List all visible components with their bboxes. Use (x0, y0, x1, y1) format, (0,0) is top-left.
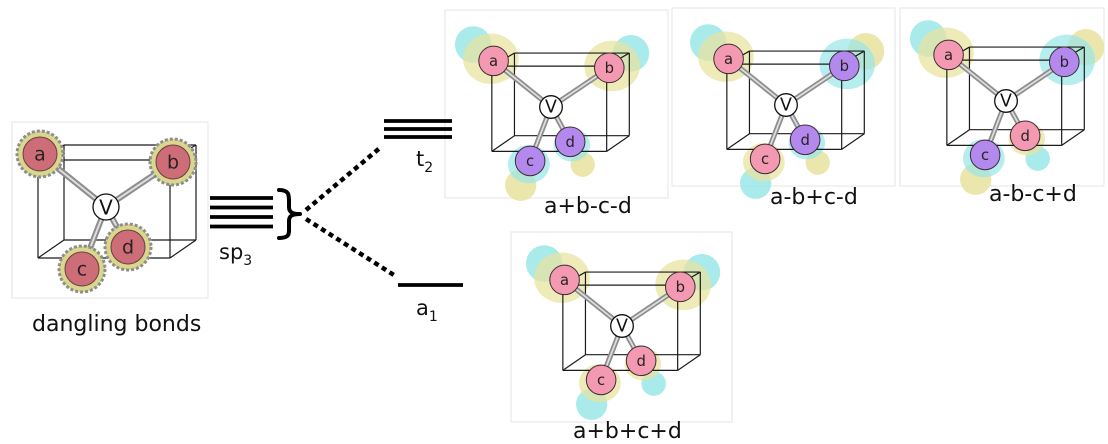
atom-label: d (636, 353, 645, 370)
atom-label: c (526, 153, 534, 170)
orbital-model: a b c dV (689, 24, 885, 199)
cube-edge (726, 133, 750, 150)
vacancy-label: V (616, 317, 628, 337)
vacancy-label: V (780, 96, 792, 116)
dangling-bond-model: a b c dV (15, 129, 198, 294)
a1-label-subscript: 1 (429, 309, 438, 325)
orbital-caption-2: a-b+c-d (770, 185, 858, 210)
atom-label: a (724, 51, 733, 68)
atom-c (585, 364, 617, 396)
vacancy-label: V (545, 98, 557, 118)
cube-edge (606, 135, 630, 152)
atom-c (64, 251, 100, 287)
atom-b (594, 52, 625, 84)
orbital-model: a b c dV (525, 245, 721, 420)
orbital-frame-2 (671, 7, 896, 187)
connector-to-a1 (304, 217, 399, 279)
vacancy-site (774, 93, 798, 117)
atom-c (514, 145, 546, 177)
vacancy-label: V (1000, 92, 1012, 112)
cube-edge (677, 354, 701, 371)
atom-label: c (597, 372, 605, 389)
atom-b (829, 50, 860, 82)
vacancy-site (92, 193, 120, 221)
atom-d (1009, 120, 1041, 152)
atom-label: d (122, 237, 134, 259)
orbital-caption-1: a+b-c-d (544, 194, 632, 219)
dangling-bonds-caption: dangling bonds (32, 312, 201, 337)
curly-brace (277, 188, 302, 240)
sp3-label: sp3 (219, 240, 252, 269)
t2-label-base: t (416, 147, 424, 171)
orbital-frame-a1 (510, 231, 733, 423)
orbital-frame-3 (899, 7, 1105, 187)
atom-d (789, 124, 821, 156)
atom-label: a (34, 144, 46, 166)
atom-label: c (77, 259, 87, 281)
cube-edge (946, 129, 970, 146)
atom-label: d (800, 132, 809, 149)
atom-label: d (1020, 128, 1029, 145)
atom-label: d (565, 134, 574, 151)
vacancy-site (539, 95, 563, 119)
atom-a (933, 39, 964, 71)
atom-b (1049, 46, 1080, 78)
atom-b (155, 144, 191, 180)
t2-label: t2 (416, 147, 433, 176)
energy-levels (210, 119, 463, 287)
cube-edge (841, 133, 865, 150)
atom-c (749, 143, 781, 175)
atom-label: a (489, 53, 498, 70)
orbital-model: a b c dV (454, 26, 650, 201)
orbital-frame-1 (444, 9, 669, 199)
atom-label: a (560, 272, 569, 289)
atom-label: c (761, 151, 769, 168)
cube-edge (491, 135, 515, 152)
atom-label: b (605, 60, 614, 77)
sp3-label-base: sp (219, 240, 243, 264)
a1-label: a1 (416, 296, 438, 325)
vacancy-site (994, 89, 1018, 113)
cube-edge (169, 239, 197, 259)
connector-to-t2 (304, 145, 383, 212)
atom-b (665, 271, 696, 303)
atom-label: b (840, 58, 849, 75)
t2-label-subscript: 2 (424, 160, 433, 176)
atom-a (478, 45, 509, 77)
atom-d (625, 345, 657, 377)
atom-d (554, 126, 586, 158)
orbital-caption-a1: a+b+c+d (573, 419, 682, 444)
orbital-caption-3: a-b-c+d (989, 182, 1077, 207)
atom-label: c (981, 147, 989, 164)
cube-edge (37, 239, 65, 259)
cube-edge (1061, 129, 1085, 146)
vacancy-label: V (99, 196, 113, 220)
sp3-label-subscript: 3 (243, 253, 252, 269)
cube-edge (562, 354, 586, 371)
atom-a (549, 264, 580, 296)
atom-c (969, 139, 1001, 171)
atom-label: a (944, 47, 953, 64)
atom-label: b (167, 152, 179, 174)
atom-label: b (676, 279, 685, 296)
atom-d (110, 229, 146, 265)
dangling-bonds-frame (11, 121, 209, 299)
vacancy-site (610, 314, 634, 338)
atom-label: b (1060, 54, 1069, 71)
atom-a (22, 136, 58, 172)
a1-label-base: a (416, 296, 429, 320)
orbital-model: a b c dV (909, 20, 1105, 195)
atom-a (713, 43, 744, 75)
